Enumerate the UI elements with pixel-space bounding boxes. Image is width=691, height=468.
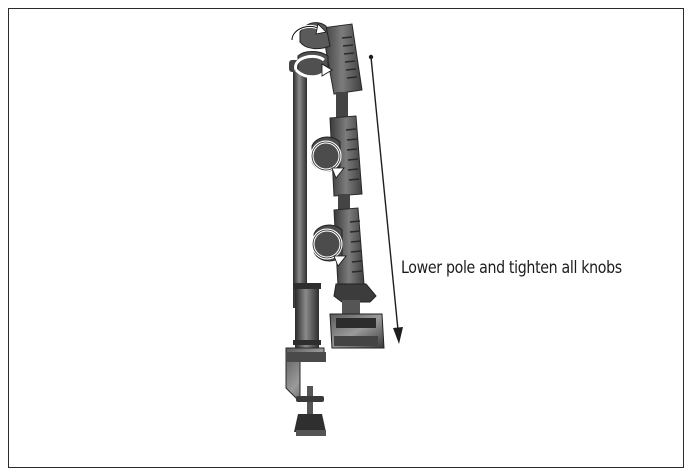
desk-clamp: [285, 347, 326, 436]
arm-joint: [336, 92, 348, 118]
instruction-caption: Lower pole and tighten all knobs: [401, 258, 622, 277]
arm-segment-top: [297, 22, 363, 95]
rotate-arrow-icon: [311, 228, 347, 267]
arm-segment-lower: [313, 207, 365, 287]
illustration: [285, 22, 403, 436]
arm-joint: [338, 194, 350, 212]
vertical-pole: [289, 60, 321, 359]
rotate-arrow-icon: [294, 54, 333, 79]
down-arrow-icon: [368, 54, 403, 344]
arm-segment-middle: [311, 115, 363, 197]
rotate-arrow-icon: [290, 23, 327, 41]
rotate-arrow-icon: [310, 140, 345, 179]
device-mount: [329, 283, 385, 349]
